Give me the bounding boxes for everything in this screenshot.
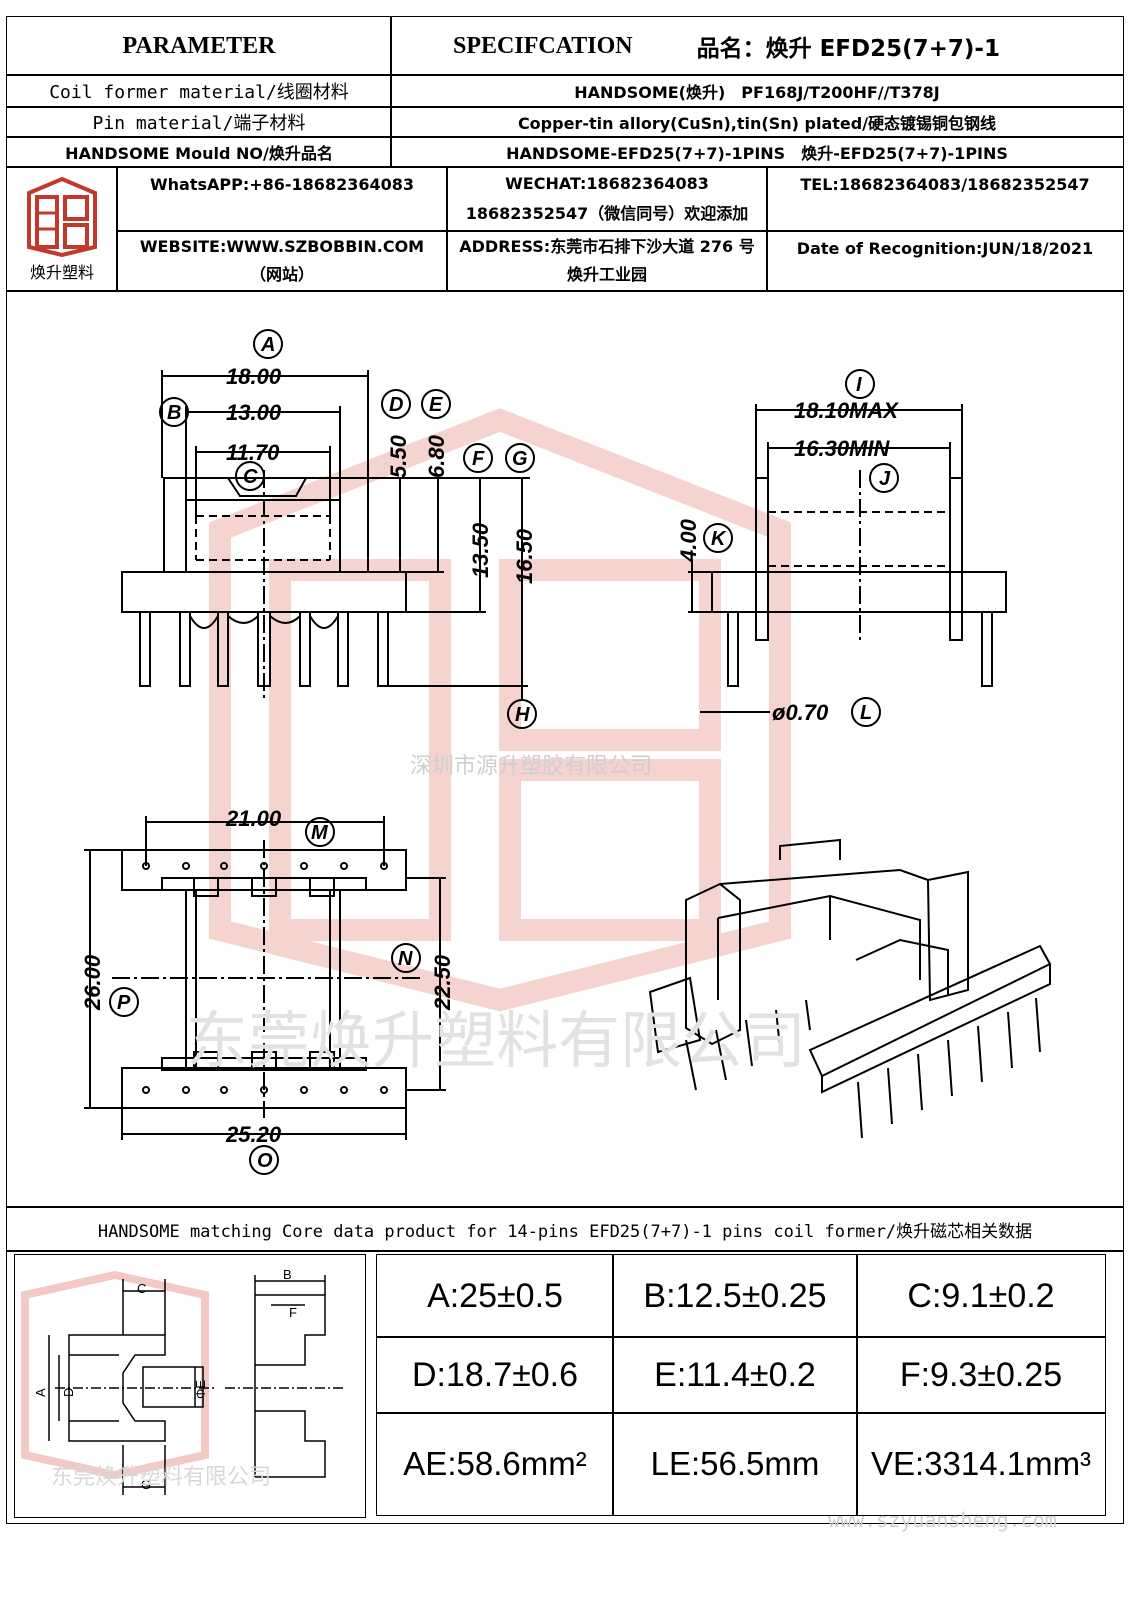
logo-icon [27,176,97,257]
core-label-g: G [141,1477,151,1492]
core-label-e: ΦE [193,1380,208,1399]
row-value-pin: Copper-tin allory(CuSn),tin(Sn) plated/硬… [390,106,1124,138]
parameter-header: PARAMETER [6,16,392,76]
label-d: D [389,394,403,416]
core-value-ve: VE:3314.1mm³ [856,1412,1106,1516]
dim-l-value: ø0.70 [772,700,829,725]
core-diagram: C B F A D ΦE G 东莞焕升塑料有限公司 [14,1254,366,1518]
dim-b-value: 13.00 [226,400,282,425]
label-l: L [860,702,872,724]
dim-m-value: 21.00 [225,806,282,831]
watermark-company-1: 深圳市源升塑胶有限公司 [410,754,653,779]
label-f: F [472,448,485,470]
product-name: 品名：焕升 EFD25(7+7)-1 [696,36,1000,62]
dim-f-value: 13.50 [468,522,493,578]
label-k: K [711,528,727,550]
core-watermark: 东莞焕升塑料有限公司 [51,1465,272,1490]
label-a: A [260,334,275,356]
spec-header: SPECIFCATION 品名：焕升 EFD25(7+7)-1 [390,16,1124,76]
technical-drawing: 18.00 13.00 11.70 5.50 6.80 13.50 16.50 … [80,329,1052,1175]
whatsapp: WhatsAPP:+86-18682364083 [116,166,448,232]
label-n: N [398,948,413,970]
core-label-c: C [137,1281,146,1296]
core-value-ae: AE:58.6mm² [376,1412,614,1516]
core-value-d: D:18.7±0.6 [376,1336,614,1414]
label-g: G [512,448,528,470]
core-value-b: B:12.5±0.25 [612,1254,858,1338]
row-label-pin: Pin material/端子材料 [6,106,392,138]
core-label-a: A [33,1388,48,1397]
website: WEBSITE:WWW.SZBOBBIN.COM（网站） [116,230,448,292]
label-h: H [515,704,530,726]
recognition-date: Date of Recognition:JUN/18/2021 [766,230,1124,292]
row-value-coil: HANDSOME(焕升) PF168J/T200HF//T378J [390,74,1124,108]
specification-title: SPECIFCATION [453,32,633,59]
wechat: WECHAT:18682364083 18682352547（微信同号）欢迎添加 [446,166,768,232]
dim-n-value: 22.50 [430,954,455,1011]
label-i: I [856,374,862,396]
core-shape-drawing: C B F A D ΦE G [21,1267,345,1495]
core-value-a: A:25±0.5 [376,1254,614,1338]
row-label-coil: Coil former material/线圈材料 [6,74,392,108]
dim-i-value: 18.10MAX [794,398,899,423]
core-data-panel [6,1250,1124,1524]
dim-p-value: 26.00 [80,954,105,1011]
label-b: B [167,402,181,424]
watermark-logo-icon [209,408,791,1012]
core-label-b: B [283,1267,292,1282]
footer-url: www.szyuansheng.com [828,1508,1057,1532]
dim-g-value: 16.50 [512,528,537,584]
core-value-le: LE:56.5mm [612,1412,858,1516]
label-m: M [311,822,329,844]
dim-j-value: 16.30MIN [794,436,890,461]
core-value-f: F:9.3±0.25 [856,1336,1106,1414]
core-label-d: D [61,1388,76,1397]
core-value-c: C:9.1±0.2 [856,1254,1106,1338]
core-label-f: F [289,1305,297,1320]
dim-e-value: 6.80 [424,434,449,478]
label-c: C [243,466,258,488]
dim-k-value: 4.00 [676,518,701,563]
dim-d-value: 5.50 [386,434,411,478]
label-p: P [117,992,131,1014]
dim-c-value: 11.70 [226,440,280,465]
label-e: E [429,394,443,416]
core-value-e: E:11.4±0.2 [612,1336,858,1414]
address: ADDRESS:东莞市石排下沙大道 276 号焕升工业园 [446,230,768,292]
row-label-mould: HANDSOME Mould NO/焕升品名 [6,136,392,168]
dim-a-value: 18.00 [226,364,282,389]
watermark-company-2: 东莞焕升塑料有限公司 [186,1004,807,1077]
core-data-title: HANDSOME matching Core data product for … [6,1206,1124,1252]
label-j: J [879,468,891,490]
tel: TEL:18682364083/18682352547 [766,166,1124,232]
logo-text: 焕升塑料 [29,263,94,282]
company-logo: 焕升塑料 [6,166,118,292]
label-o: O [257,1150,273,1172]
dim-o-value: 25.20 [225,1122,282,1147]
drawing-area [6,290,1124,1208]
row-value-mould: HANDSOME-EFD25(7+7)-1PINS 焕升-EFD25(7+7)-… [390,136,1124,168]
